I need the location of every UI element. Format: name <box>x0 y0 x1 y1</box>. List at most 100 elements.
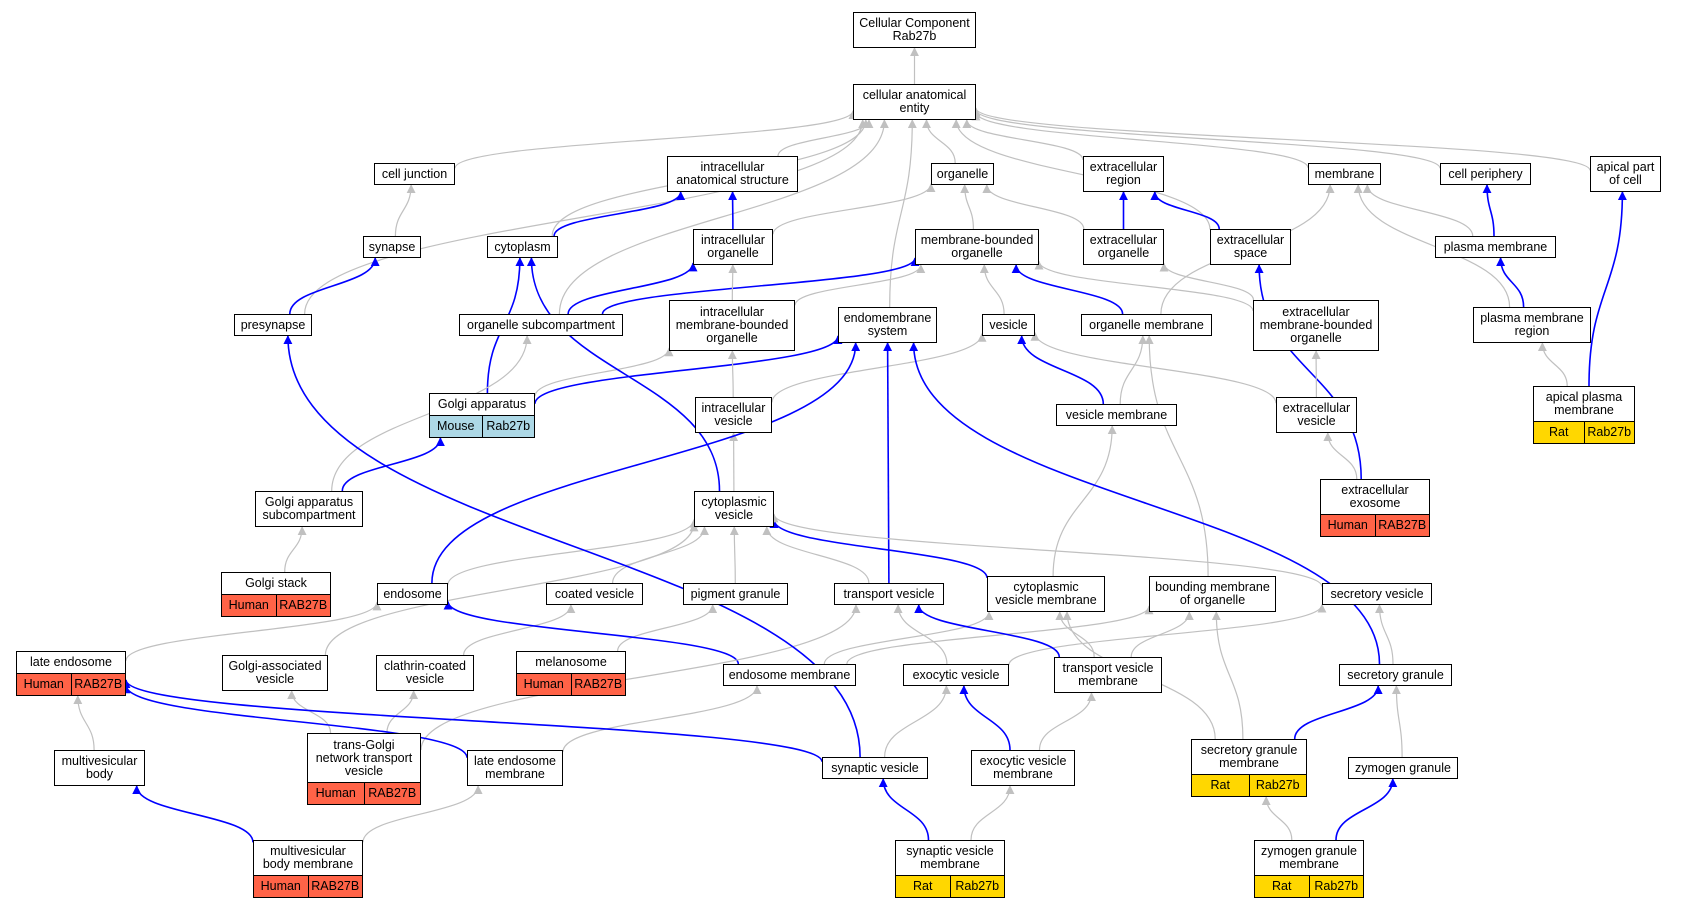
is-a-edge-extracellular_organelle-to-organelle <box>982 184 1085 230</box>
is-a-edge-exocytic_vesicle-to-secretory_vesicle <box>1008 603 1327 665</box>
go-term-node-endosome[interactable]: endosome <box>377 583 448 605</box>
go-term-node-cellular-anatomical-entity[interactable]: cellular anatomical entity <box>853 84 976 120</box>
go-term-node-intracellular-anatomical-structure[interactable]: intracellular anatomical structure <box>667 156 798 192</box>
part-of-edge-organelle_subcompartment-to-membrane_bounded_organelle <box>601 257 920 315</box>
gene-cell: Rab27b <box>1308 876 1363 897</box>
is-a-edge-intracellular_mbo-to-intracellular_organelle <box>728 264 738 301</box>
part-of-edge-transport_vesicle_membrane-to-transport_vesicle <box>914 604 1061 658</box>
go-term-node-organelle-membrane[interactable]: organelle membrane <box>1081 314 1212 336</box>
is-a-edge-apical_plasma_membrane-to-plasma_membrane_region <box>1537 342 1568 387</box>
go-term-node-extracellular-vesicle[interactable]: extracellular vesicle <box>1276 397 1357 433</box>
part-of-edge-cytoplasmic_vesicle_membrane-to-cytoplasmic_vesicle <box>769 519 988 579</box>
go-term-node-endomembrane-system[interactable]: endomembrane system <box>838 307 937 343</box>
go-term-node-presynapse[interactable]: presynapse <box>234 314 312 336</box>
is-a-edge-secretory_vesicle-to-cytoplasmic_vesicle <box>769 513 1323 587</box>
part-of-edge-cytoplasmic_vesicle-to-cytoplasm <box>526 257 721 492</box>
go-term-node-endosome-membrane[interactable]: endosome membrane <box>723 664 856 686</box>
go-term-node-clathrin-coated-vesicle[interactable]: clathrin-coated vesicle <box>376 655 474 691</box>
go-term-node-melanosome[interactable]: melanosome Human RAB27B <box>516 651 626 696</box>
go-term-node-cytoplasmic-vesicle[interactable]: cytoplasmic vesicle <box>694 491 774 527</box>
is-a-edge-zymogen_granule_membrane-to-secretory_granule_membrane <box>1261 796 1293 841</box>
go-term-node-intracellular-organelle[interactable]: intracellular organelle <box>693 229 773 265</box>
go-term-node-extracellular-exosome[interactable]: extracellular exosome Human RAB27B <box>1320 479 1430 537</box>
go-term-node-golgi-apparatus-subcompartment[interactable]: Golgi apparatus subcompartment <box>255 491 363 527</box>
annotation-row: Human RAB27B <box>254 875 362 897</box>
go-term-node-extracellular-region[interactable]: extracellular region <box>1083 156 1164 192</box>
go-term-node-plasma-membrane[interactable]: plasma membrane <box>1435 236 1556 258</box>
part-of-edge-endosome-to-endomembrane_system <box>431 342 861 584</box>
go-term-node-cell-periphery[interactable]: cell periphery <box>1440 163 1531 185</box>
part-of-edge-extracellular_exosome-to-extracellular_space <box>1254 264 1362 480</box>
part-of-edge-secretory_granule-to-endomembrane_system <box>909 342 1381 665</box>
is-a-edge-extracellular_vesicle-to-vesicle <box>1030 331 1277 404</box>
go-term-node-apical-plasma-membrane[interactable]: apical plasma membrane Rat Rab27b <box>1533 386 1635 444</box>
is-a-edge-membrane_bounded_organelle-to-organelle <box>960 184 974 230</box>
go-term-node-organelle-subcompartment[interactable]: organelle subcompartment <box>459 314 623 336</box>
go-term-node-extracellular-organelle[interactable]: extracellular organelle <box>1083 229 1164 265</box>
go-term-node-secretory-granule-membrane[interactable]: secretory granule membrane Rat Rab27b <box>1191 739 1307 797</box>
go-term-node-golgi-stack[interactable]: Golgi stack Human RAB27B <box>221 572 331 617</box>
go-term-node-vesicle-membrane[interactable]: vesicle membrane <box>1056 404 1177 426</box>
go-term-node-late-endosome[interactable]: late endosome Human RAB27B <box>16 651 126 696</box>
go-term-node-intracellular-vesicle[interactable]: intracellular vesicle <box>695 397 772 433</box>
go-term-node-organelle[interactable]: organelle <box>931 163 994 185</box>
go-term-node-secretory-granule[interactable]: secretory granule <box>1339 664 1452 686</box>
go-term-node-coated-vesicle[interactable]: coated vesicle <box>546 583 643 605</box>
is-a-edge-synapse-to-cell_junction <box>394 184 416 237</box>
species-cell: Mouse <box>430 416 482 437</box>
go-term-node-trans-golgi-network-transport-vesicle[interactable]: trans-Golgi network transport vesicle Hu… <box>307 733 421 805</box>
go-term-node-secretory-vesicle[interactable]: secretory vesicle <box>1322 583 1432 605</box>
is-a-edge-transport_vesicle_membrane-to-bounding_membrane <box>1130 611 1194 658</box>
go-term-node-membrane-bounded-organelle[interactable]: membrane-bounded organelle <box>915 229 1039 265</box>
part-of-edge-plasma_membrane_region-to-plasma_membrane <box>1496 257 1525 308</box>
is-a-edge-clathrin_coated_vesicle-to-coated_vesicle <box>463 604 576 656</box>
go-term-node-cellular-component-root[interactable]: Cellular Component Rab27b <box>853 12 976 48</box>
go-term-node-cytoplasmic-vesicle-membrane[interactable]: cytoplasmic vesicle membrane <box>987 576 1105 612</box>
go-term-node-golgi-associated-vesicle[interactable]: Golgi-associated vesicle <box>222 655 328 691</box>
is-a-edge-intracellular_mbo-to-membrane_bounded_organelle <box>794 264 926 306</box>
go-term-node-transport-vesicle-membrane[interactable]: transport vesicle membrane <box>1054 657 1162 693</box>
species-cell: Human <box>254 876 308 897</box>
gene-cell: RAB27B <box>70 674 125 695</box>
go-term-node-pigment-granule[interactable]: pigment granule <box>683 583 788 605</box>
go-term-node-multivesicular-body-membrane[interactable]: multivesicular body membrane Human RAB27… <box>253 840 363 898</box>
go-term-node-exocytic-vesicle[interactable]: exocytic vesicle <box>903 664 1009 686</box>
is-a-edge-late_endosome_membrane-to-endosome_membrane <box>562 685 762 752</box>
go-term-node-plasma-membrane-region[interactable]: plasma membrane region <box>1473 307 1591 343</box>
is-a-edge-intracellular_organelle-to-organelle <box>772 183 936 235</box>
go-term-node-zymogen-granule[interactable]: zymogen granule <box>1348 757 1458 779</box>
go-term-node-membrane[interactable]: membrane <box>1308 163 1381 185</box>
go-term-node-synapse[interactable]: synapse <box>363 236 421 258</box>
go-term-node-multivesicular-body[interactable]: multivesicular body <box>54 750 145 786</box>
go-term-node-golgi-apparatus[interactable]: Golgi apparatus Mouse Rab27b <box>429 393 535 438</box>
species-cell: Human <box>517 674 571 695</box>
go-term-node-synaptic-vesicle[interactable]: synaptic vesicle <box>822 757 928 779</box>
gene-cell: RAB27B <box>275 595 330 616</box>
species-cell: Human <box>222 595 276 616</box>
go-term-node-exocytic-vesicle-membrane[interactable]: exocytic vesicle membrane <box>971 750 1075 786</box>
is-a-edge-apical_part-to-cae <box>971 107 1591 171</box>
go-term-node-intracellular-membrane-bounded-organelle[interactable]: intracellular membrane-bounded organelle <box>669 300 795 351</box>
go-term-node-bounding-membrane-of-organelle[interactable]: bounding membrane of organelle <box>1149 576 1276 612</box>
annotation-row: Rat Rab27b <box>1255 875 1363 897</box>
go-term-node-vesicle[interactable]: vesicle <box>982 314 1035 336</box>
annotation-row: Mouse Rab27b <box>430 415 534 437</box>
go-term-node-extracellular-space[interactable]: extracellular space <box>1210 229 1291 265</box>
annotation-row: Human RAB27B <box>308 782 420 804</box>
is-a-edge-extracellular_exosome-to-extracellular_vesicle <box>1323 432 1358 480</box>
go-term-node-zymogen-granule-membrane[interactable]: zymogen granule membrane Rat Rab27b <box>1254 840 1364 898</box>
is-a-edge-extracellular_mbo-to-extracellular_organelle <box>1159 262 1255 301</box>
go-term-node-cell-junction[interactable]: cell junction <box>374 163 455 185</box>
is-a-edge-endosome-to-cytoplasmic_vesicle <box>447 518 699 585</box>
go-term-node-late-endosome-membrane[interactable]: late endosome membrane <box>467 750 563 786</box>
go-term-node-cytoplasm[interactable]: cytoplasm <box>487 236 558 258</box>
go-term-node-apical-part-of-cell[interactable]: apical part of cell <box>1590 156 1661 192</box>
go-term-node-synaptic-vesicle-membrane[interactable]: synaptic vesicle membrane Rat Rab27b <box>895 840 1005 898</box>
is-a-edge-transport_vesicle-to-cytoplasmic_vesicle <box>762 526 870 584</box>
is-a-edge-intracellular_vesicle-to-intracellular_mbo <box>727 350 737 398</box>
species-cell: Human <box>17 674 71 695</box>
is-a-edge-secretory_granule_membrane-to-bounding_membrane <box>1211 611 1244 740</box>
part-of-edge-endosome_membrane-to-endosome <box>443 600 740 665</box>
go-term-node-transport-vesicle[interactable]: transport vesicle <box>834 583 944 605</box>
go-term-node-extracellular-membrane-bounded-organelle[interactable]: extracellular membrane-bounded organelle <box>1253 300 1379 351</box>
